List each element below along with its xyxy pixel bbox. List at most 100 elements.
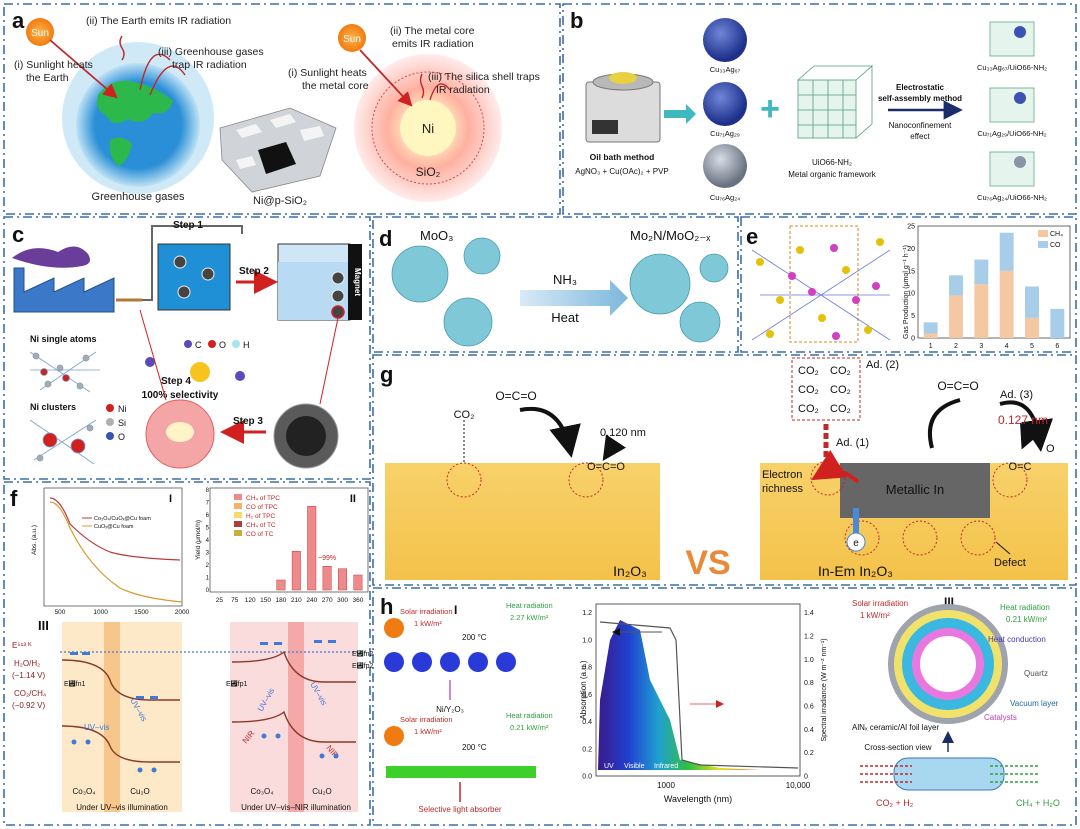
porous-silica-sheet <box>219 107 337 193</box>
f-ii-ytick: 0 <box>206 588 210 594</box>
leg-si: Si <box>118 418 126 428</box>
electron-label: Electron <box>762 469 802 481</box>
f-ii-xtick: 360 <box>353 597 364 604</box>
mof-label: Metal organic framework <box>788 170 877 179</box>
h-ii-ytick-right: 0.2 <box>804 750 814 757</box>
series-line-2 <box>49 501 183 603</box>
in2o3-label: In₂O₃ <box>613 563 647 579</box>
e-ytick: 15 <box>907 268 915 275</box>
left-junction <box>104 622 120 812</box>
leg-o-dot <box>106 432 114 440</box>
ni-i-label: (i) Sunlight heats <box>288 67 367 79</box>
e-bar <box>949 275 963 296</box>
step4-label: Step 4 <box>161 376 191 387</box>
crystal-lattice <box>751 225 891 343</box>
f-iii-co2: CO₂/CH₄ <box>14 689 46 698</box>
oil-bath-flask <box>609 72 637 84</box>
h-iii-heat: Heat radiation <box>1000 603 1050 612</box>
metallic-label: Metallic In <box>886 482 945 497</box>
f-i-roman: I <box>169 493 172 505</box>
e-xtick: 3 <box>979 343 983 350</box>
flow-arrows <box>860 765 1040 783</box>
sio2-label: SiO₂ <box>416 165 441 179</box>
band-left-vb <box>61 725 180 763</box>
f-ii-ytick: 8 <box>206 488 210 494</box>
sun-icon-h1 <box>384 618 404 638</box>
nipsio2-label: Ni@p-SiO₂ <box>253 195 307 207</box>
band-left-cb <box>61 659 180 701</box>
e-bar <box>1025 317 1039 338</box>
h-catalysts: Catalysts <box>984 713 1017 722</box>
f-iii-cu2o-right: Cu₂O <box>312 787 332 796</box>
h-iii-heatv: 0.21 kW/m² <box>1006 615 1047 624</box>
e-legend-swatch <box>1038 230 1048 237</box>
particle-highlight <box>331 305 345 319</box>
cross-section-tube <box>893 757 1005 791</box>
leg-ni-dot <box>106 404 114 412</box>
legend-o-dot <box>208 340 216 348</box>
electron-transfer-arrow <box>811 449 860 484</box>
reaction-arrow <box>520 280 628 316</box>
f-ii-legend-swatch <box>234 494 242 500</box>
f-iii-efp2: E₟fp2 <box>352 662 374 670</box>
f-i-xtick: 500 <box>55 609 66 616</box>
e-xtick: 5 <box>1030 343 1034 350</box>
nano-label-2: effect <box>910 132 930 141</box>
h-ii-ytick-right: 1.2 <box>804 633 814 640</box>
h-ii-ytick-left: 1.2 <box>582 610 592 617</box>
defect-pointer <box>995 541 1011 555</box>
f-i-xtick: 2000 <box>175 609 190 616</box>
panel-g: g CO₂ O=C=O 0.120 nm O=C=O In₂O₃ VS Meta… <box>380 357 1068 582</box>
band-right-vb <box>231 710 356 743</box>
e-ytick: 0 <box>911 336 915 343</box>
earth-iii-label-2: trap IR radiation <box>172 59 247 71</box>
o-right-label: O <box>1046 443 1055 455</box>
selective-absorber-bar <box>386 766 536 778</box>
hole-dots <box>71 733 339 773</box>
h-heat2: Heat radiation <box>506 711 553 720</box>
h-ii-ytick-left: 1.0 <box>582 637 592 644</box>
magnet-bar <box>348 244 362 320</box>
f-iii-caption-left: Under UV–vis illumination <box>76 803 168 812</box>
vacancy-circle <box>568 462 604 498</box>
trap-arc-1 <box>139 53 171 91</box>
uio-label: UiO66-NH₂ <box>812 158 852 167</box>
h-ii-ticks: 0.00.20.40.60.81.01.200.20.40.60.81.01.2… <box>582 610 814 790</box>
h-ii-ytick-right: 0 <box>804 774 808 781</box>
h-niy: Ni/Y₂O₃ <box>436 705 464 714</box>
e-ylabel: Gas Production (μmol g⁻¹ h⁻¹) <box>903 245 910 339</box>
product1-label: Cu₃₃Ag₆₇/UiO66-NH₂ <box>977 63 1047 72</box>
h-solar2: Solar irradiation <box>400 715 453 724</box>
electron-label-2: richness <box>762 483 803 495</box>
e-legend-label: CO <box>1050 242 1061 249</box>
f-ii-ytick: 5 <box>206 526 210 532</box>
f-ii-roman: II <box>350 493 356 505</box>
solar-spectrum <box>598 620 800 770</box>
h-infrared: Infrared <box>654 763 678 770</box>
h-heat1: Heat radiation <box>506 601 553 610</box>
f-iii-efn2: E₟fn2 <box>352 650 374 658</box>
h-solar1: Solar irradiation <box>400 607 453 616</box>
h-ii-ytick-left: 0.0 <box>582 774 592 781</box>
earth-i-label: (i) Sunlight heats <box>14 59 93 71</box>
selectivity-label: 100% selectivity <box>142 390 219 401</box>
e-label: e <box>853 538 859 549</box>
h-solar1v: 1 kW/m² <box>414 619 442 628</box>
factory-icon <box>13 267 115 313</box>
panel-d: d MoO₃ NH₃ Heat Mo₂N/MoO₂₋ₓ <box>379 226 729 347</box>
vs-label: VS <box>685 544 730 582</box>
vacancy-circle <box>446 462 482 498</box>
h-heat2v: 0.21 kW/m² <box>510 723 549 732</box>
f-ii-xtick: 25 <box>216 597 224 604</box>
panel-h: h I Solar irradiation 1 kW/m² Heat radia… <box>380 594 1060 814</box>
product2-label: Cu₇₁Ag₂₉/UiO66-NH₂ <box>977 129 1046 138</box>
f-ii-annotation: ~99% <box>318 555 336 562</box>
ni-atoms-label: Ni single atoms <box>30 334 97 344</box>
frame-c <box>3 216 371 480</box>
e-xtick: 1 <box>929 343 933 350</box>
sunlight-arrow-2 <box>359 49 413 107</box>
product-label: Mo₂N/MoO₂₋ₓ <box>630 228 711 243</box>
f-iii-h2: H₂O/H₂ <box>14 659 40 668</box>
ni-iii-label: (iii) The silica shell traps <box>428 71 540 83</box>
catalyst-particles <box>384 652 516 672</box>
